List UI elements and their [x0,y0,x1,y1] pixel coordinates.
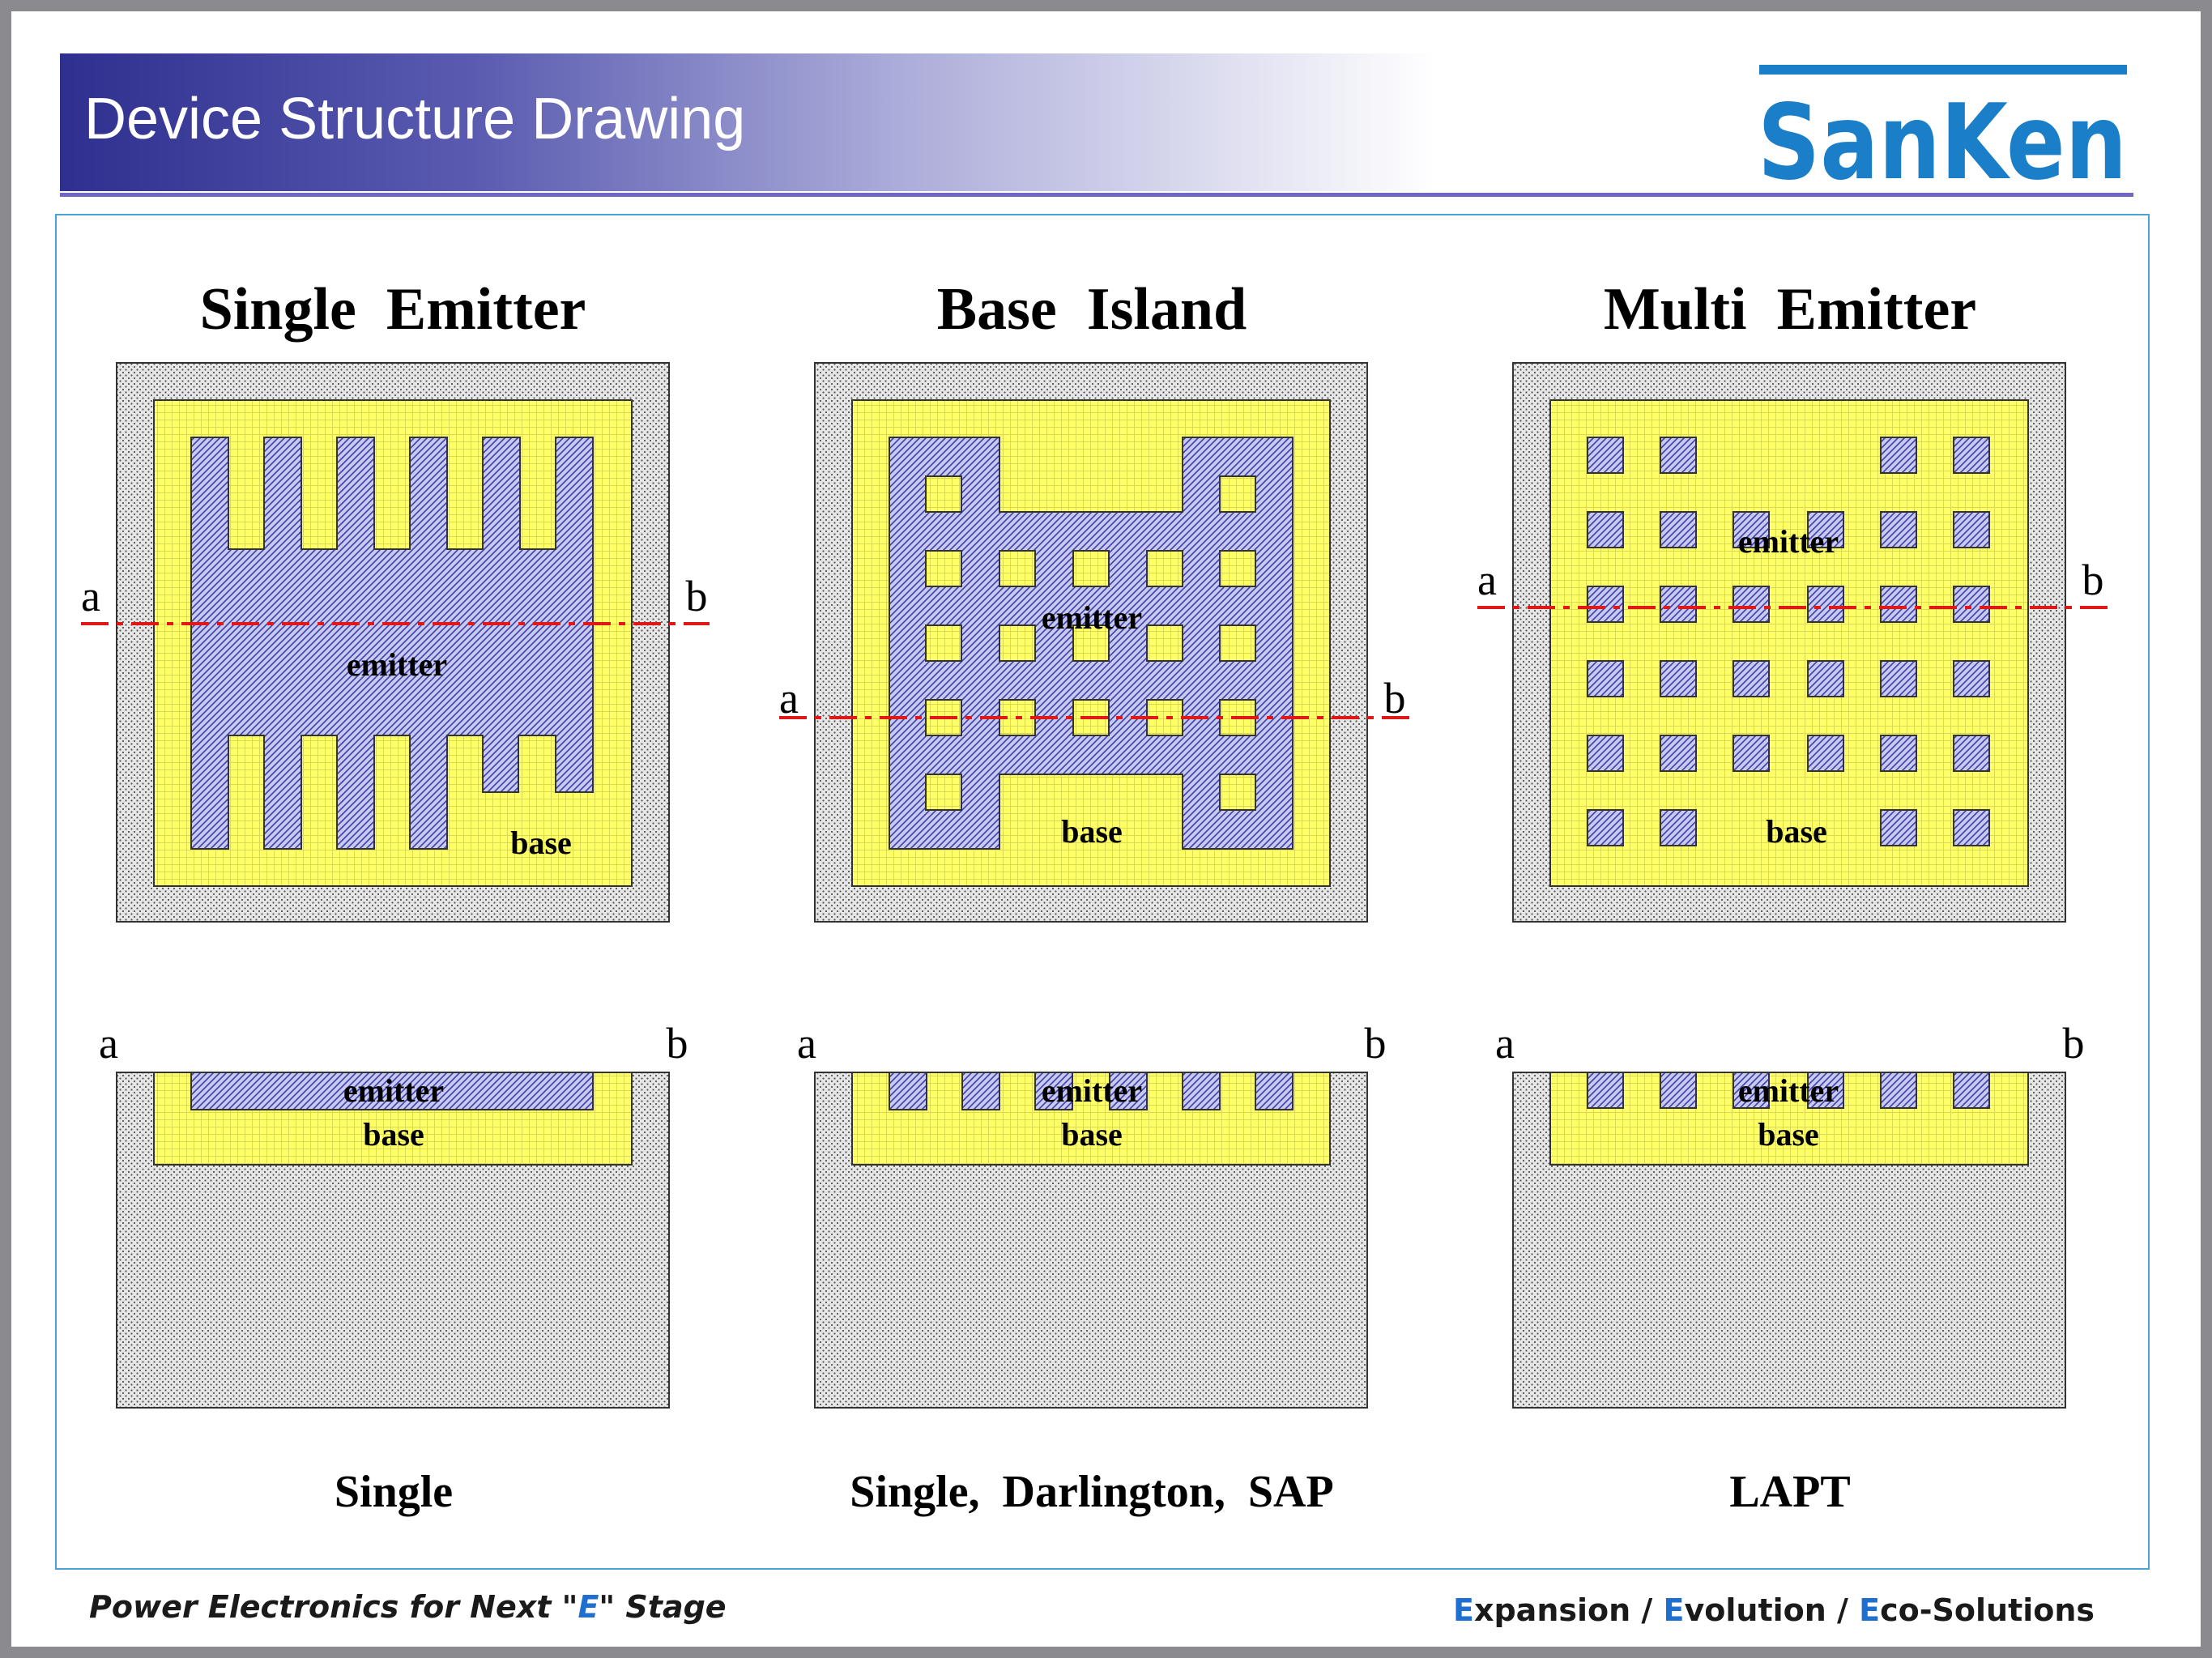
base-label: base [1766,813,1827,850]
footer-slogan-accent-1: E [1453,1592,1474,1628]
base-region [1549,399,2029,887]
caption-single-emitter: Single [335,1467,453,1517]
base-region [1549,1072,2029,1166]
footer-slogan-text-2: volution / [1684,1592,1860,1628]
base-label: base [1061,1116,1123,1153]
slide: Device Structure Drawing SanKen [11,11,2201,1647]
cut-label-a: a [99,1019,118,1068]
cut-label-b: b [1384,674,1406,722]
cut-label-a: a [1495,1019,1515,1068]
header-band [60,53,1437,191]
sanken-logo: SanKen [1745,57,2133,203]
cut-label-b: b [686,572,708,620]
title-single-emitter: Single Emitter [200,276,586,343]
emitter-label: emitter [347,646,447,683]
structure-diagram: Single Emitter a b emitter base a b emit… [81,276,2109,1517]
cross-section-multi-emitter: a b emitter base [1495,1019,2085,1409]
footer-tagline-suffix: " Stage [599,1589,727,1625]
cut-label-a: a [81,572,100,620]
base-islands [925,475,1256,811]
column-single-emitter: Single Emitter a b emitter base a b emit… [81,276,710,1517]
footer-slogan-text-1: xpansion / [1473,1592,1664,1628]
emitter-segments [1587,1072,1990,1109]
emitter-segments [889,1072,1294,1110]
cut-label-a: a [797,1019,816,1068]
cut-label-b: b [2082,556,2104,604]
cut-label-a: a [779,674,799,722]
emitter-region [190,1072,594,1110]
title-base-island: Base Island [937,276,1247,343]
base-region [851,1072,1331,1166]
footer-tagline-accent: E [578,1589,599,1625]
base-label: base [1061,813,1123,850]
base-label: base [363,1116,424,1153]
cut-label-b: b [667,1019,688,1068]
emitter-label: emitter [1042,599,1142,636]
top-view-single-emitter: a b emitter base [81,362,710,923]
footer-slogan-accent-3: E [1859,1592,1881,1628]
cut-label-b: b [2063,1019,2085,1068]
emitter-label: emitter [1738,523,1839,560]
logo-top-bar [1759,65,2127,75]
caption-multi-emitter: LAPT [1729,1467,1850,1517]
header-rule [60,193,2133,197]
column-multi-emitter: Multi Emitter [1477,276,2109,1517]
emitter-label: emitter [1042,1072,1142,1109]
base-label: base [510,825,572,861]
content-frame [55,214,2150,1570]
footer-slogan-text-3: co-Solutions [1880,1592,2095,1628]
base-label: base [1758,1116,1819,1153]
page-title: Device Structure Drawing [84,87,746,151]
emitter-label: emitter [1738,1072,1839,1109]
title-multi-emitter: Multi Emitter [1604,276,1976,343]
footer-slogan: Expansion / Evolution / Eco-Solutions [1453,1592,2095,1628]
emitter-region [190,437,594,850]
cross-section-single-emitter: a b emitter base [99,1019,688,1409]
emitter-label: emitter [343,1072,444,1109]
footer-tagline-prefix: Power Electronics for Next " [89,1589,578,1625]
column-base-island: Base Island [779,276,1409,1517]
footer-slogan-accent-2: E [1663,1592,1685,1628]
top-view-multi-emitter: a b emitter base [1477,362,2109,923]
caption-base-island: Single, Darlington, SAP [850,1467,1333,1517]
footer-tagline: Power Electronics for Next "E" Stage [89,1589,727,1625]
emitter-islands [1587,437,1990,846]
cut-label-a: a [1477,556,1497,604]
top-view-base-island: a b emitter base [779,362,1409,923]
cross-section-base-island: a b emitter base [797,1019,1387,1409]
logo-text: SanKen [1758,83,2127,186]
cut-label-b: b [1365,1019,1387,1068]
